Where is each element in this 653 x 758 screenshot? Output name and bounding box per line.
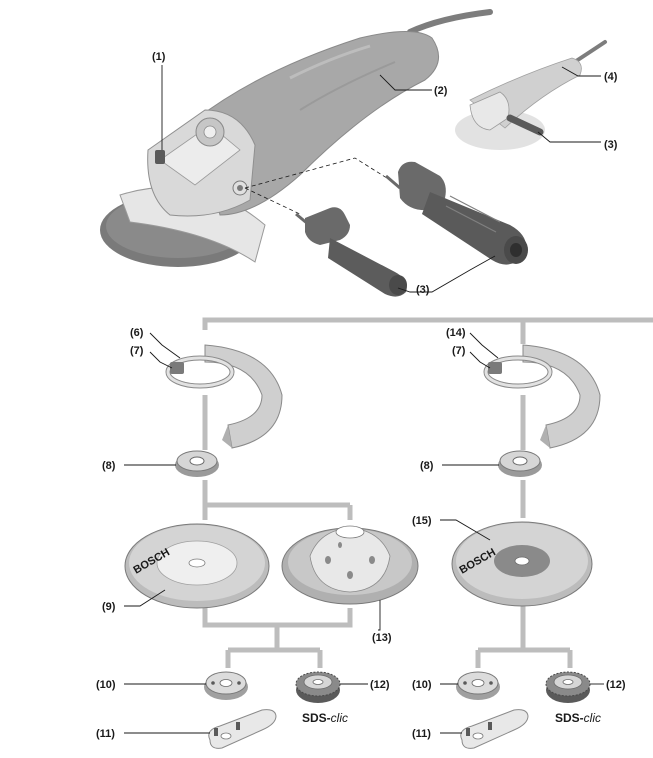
callout-15: (15) (412, 515, 432, 527)
grinding-disc-9: BOSCH (124, 523, 270, 609)
cup-grinding-wheel-13 (281, 525, 419, 605)
spindle-lock-button (155, 150, 165, 164)
callout-3-main: (3) (416, 284, 430, 296)
protective-guard-6 (165, 344, 283, 449)
bottom-callouts: (6) (7) (8) (9) (13) (10) (12) (11) SDS-… (96, 327, 626, 740)
callout-1: (1) (152, 51, 166, 63)
callout-12-right: (12) (606, 679, 626, 691)
mounting-flange-8 (175, 450, 219, 477)
callout-14: (14) (446, 327, 466, 339)
callout-11-right: (11) (412, 728, 431, 740)
callout-9: (9) (102, 601, 116, 613)
callout-3-small: (3) (604, 139, 618, 151)
small-angle-grinder (455, 40, 607, 150)
callout-8-left: (8) (102, 460, 116, 472)
cutting-disc-15: BOSCH (451, 521, 593, 607)
clamping-nut-10-right (456, 671, 500, 700)
sds-clic-label-right: SDS-clic (555, 711, 601, 725)
motor-housing (194, 31, 440, 216)
top-callouts: (1) (2) (3) (4) (3) (152, 51, 618, 296)
clamping-nut-10 (204, 671, 248, 700)
callout-13: (13) (372, 632, 392, 644)
protective-guard-14 (483, 344, 601, 449)
callout-10-right: (10) (412, 679, 432, 691)
mounting-flange-8-right (498, 450, 542, 477)
quick-clamping-nut-12-right (545, 671, 591, 703)
callout-12-left: (12) (370, 679, 390, 691)
callout-8-right: (8) (420, 460, 434, 472)
assembly-connectors (202, 317, 653, 668)
auxiliary-handle-vibration (385, 161, 528, 265)
auxiliary-handle-standard (295, 207, 407, 297)
callout-10-left: (10) (96, 679, 116, 691)
small-grinder-handle (506, 114, 544, 136)
two-pin-spanner-11-right (460, 709, 529, 749)
callout-7-right: (7) (452, 345, 466, 357)
callout-11-left: (11) (96, 728, 115, 740)
sds-clic-label-left: SDS-clic (302, 711, 348, 725)
callout-6: (6) (130, 327, 144, 339)
quick-clamping-nut-12 (295, 671, 341, 703)
angle-grinder (100, 9, 493, 267)
two-pin-spanner-11 (208, 709, 277, 749)
callout-7-left: (7) (130, 345, 144, 357)
callout-4: (4) (604, 71, 618, 83)
callout-2: (2) (434, 85, 448, 97)
